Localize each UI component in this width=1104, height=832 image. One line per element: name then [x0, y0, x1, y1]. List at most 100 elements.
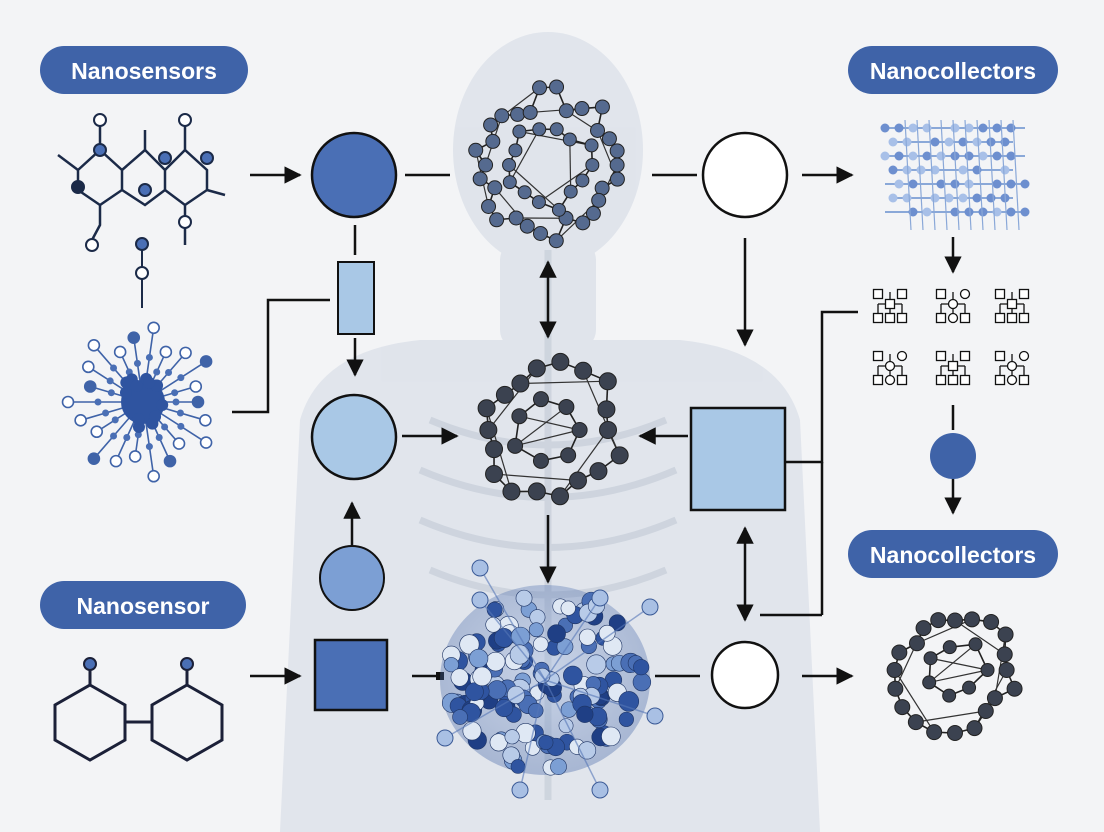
atom: [471, 559, 489, 577]
atom: [902, 193, 912, 203]
atom: [908, 207, 918, 217]
nanoparticle-starburst-icon: [61, 321, 213, 483]
line-square-to-collectors: [785, 310, 858, 464]
atom: [189, 380, 203, 393]
atom: [563, 665, 583, 686]
atom: [950, 179, 960, 189]
atom: [558, 398, 575, 415]
atom: [508, 210, 524, 226]
atom: [591, 781, 609, 799]
atom: [936, 179, 946, 189]
atom: [502, 482, 521, 501]
label-pill-nanosensors: Nanosensors: [40, 46, 248, 94]
atom: [574, 361, 593, 380]
atom: [992, 151, 1002, 161]
atom: [586, 654, 607, 675]
atom: [560, 600, 576, 616]
atom: [163, 454, 177, 468]
node-circle-open-bottom: [710, 640, 780, 710]
atom: [964, 207, 974, 217]
atom: [978, 123, 988, 133]
atom: [923, 651, 938, 666]
atom: [585, 205, 601, 221]
atom: [532, 452, 549, 469]
atom: [563, 184, 578, 199]
atom: [930, 137, 940, 147]
label-pill-nanocollectors-mid: Nanocollectors: [848, 530, 1058, 578]
atom: [977, 702, 994, 719]
atom: [481, 198, 497, 214]
atom: [958, 137, 968, 147]
atom: [179, 346, 192, 360]
atom: [562, 132, 577, 147]
atom: [908, 151, 918, 161]
atom: [145, 353, 153, 361]
atom: [531, 195, 546, 210]
atom: [907, 714, 924, 731]
atom: [950, 207, 960, 217]
atom: [199, 436, 213, 449]
atom: [591, 589, 609, 607]
atom: [133, 359, 141, 367]
atom: [443, 657, 459, 673]
atom: [609, 143, 625, 159]
atom: [494, 108, 510, 124]
atom: [986, 137, 996, 147]
atom: [486, 601, 503, 618]
atom: [972, 137, 982, 147]
atom: [532, 122, 547, 137]
node-circle-dark-blue: [310, 131, 398, 219]
atom: [155, 433, 163, 441]
cluster-icon-center: [477, 352, 629, 506]
atom: [998, 662, 1015, 678]
node-rect-light-blue: [337, 261, 375, 335]
node-square-light-blue: [689, 406, 787, 512]
atom: [633, 659, 650, 676]
atom: [632, 672, 652, 692]
atom: [551, 487, 570, 506]
atom: [983, 613, 1000, 630]
network-icon: [994, 288, 1030, 324]
label-nanosensor: Nanosensor: [77, 593, 210, 619]
atom: [992, 123, 1002, 133]
atom: [880, 123, 890, 133]
flow-connectors: [232, 166, 962, 685]
atom: [172, 437, 186, 450]
atom: [149, 410, 162, 423]
atom: [1006, 207, 1016, 217]
atom: [978, 151, 988, 161]
atom: [958, 193, 968, 203]
atom: [936, 151, 946, 161]
cluster-icon-head: [468, 79, 625, 249]
atom: [575, 215, 591, 231]
atom: [992, 179, 1002, 189]
atom: [504, 729, 520, 745]
atom: [585, 158, 600, 172]
atom: [74, 414, 87, 427]
junction-marker: [436, 672, 444, 680]
atom: [487, 180, 503, 196]
atom: [964, 151, 974, 161]
atom: [533, 225, 549, 241]
atom: [532, 80, 548, 96]
atom: [601, 131, 617, 147]
atom: [485, 616, 502, 633]
atom: [165, 369, 173, 377]
atom: [147, 321, 160, 335]
atom: [646, 707, 664, 725]
atom: [515, 589, 533, 607]
atom: [986, 690, 1003, 707]
label-nanocollectors-mid: Nanocollectors: [870, 542, 1036, 568]
atom: [996, 646, 1013, 663]
atom: [916, 165, 926, 175]
atom: [522, 104, 538, 120]
atom: [468, 142, 484, 158]
atom: [549, 122, 564, 137]
atom: [109, 454, 123, 468]
atom: [972, 193, 982, 203]
atom: [1020, 207, 1030, 217]
network-icon: [935, 350, 971, 386]
atom: [886, 662, 903, 678]
atom: [551, 202, 566, 217]
atom: [538, 735, 554, 751]
